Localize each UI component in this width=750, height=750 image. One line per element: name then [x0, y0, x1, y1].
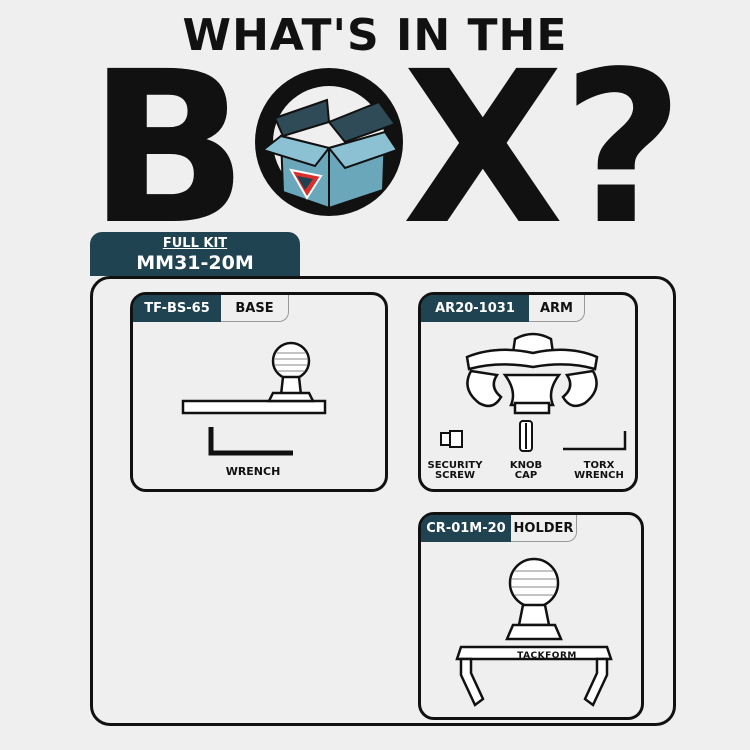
arm-illustration: [465, 332, 599, 415]
knob-cap-label: KNOB CAP: [509, 460, 543, 481]
security-screw-label: SECURITY SCREW: [427, 460, 483, 481]
holder-brand: TACKFORM: [517, 651, 577, 661]
security-screw-icon: [440, 430, 463, 448]
headline: WHAT'S IN THE: [182, 10, 568, 61]
panel-base-name: BASE: [221, 295, 289, 322]
big-question-mark: ?: [562, 26, 684, 271]
panel-holder-code: CR-01M-20: [421, 515, 511, 542]
panel-base-code: TF-BS-65: [133, 295, 221, 322]
panel-base: TF-BS-65 BASE WRENCH: [130, 292, 388, 492]
torx-wrench-label: TORX WRENCH: [574, 460, 624, 481]
box-o-graphic: [255, 68, 403, 216]
big-letter-b: B: [88, 26, 248, 271]
kit-code: MM31-20M: [136, 252, 254, 274]
panel-holder: CR-01M-20 HOLDER TACKFORM: [418, 512, 644, 720]
knob-cap-icon: [519, 420, 533, 452]
kit-tab: FULL KIT MM31-20M: [90, 232, 300, 276]
base-mount-illustration: [181, 341, 327, 415]
panel-arm-code: AR20-1031: [421, 295, 529, 322]
box-icon: [260, 98, 399, 210]
holder-illustration: [455, 557, 613, 707]
panel-arm: AR20-1031 ARM SECURITY SCREW KNOB CAP TO…: [418, 292, 638, 492]
panel-arm-name: ARM: [529, 295, 585, 322]
wrench-label: WRENCH: [225, 465, 281, 478]
tf-logo-icon: [289, 168, 323, 200]
wrench-icon: [208, 427, 293, 456]
torx-wrench-icon: [563, 431, 627, 451]
big-letter-x: X: [402, 26, 564, 271]
kit-title: FULL KIT: [162, 236, 228, 251]
panel-holder-name: HOLDER: [511, 515, 577, 542]
kit-frame: [90, 276, 676, 726]
